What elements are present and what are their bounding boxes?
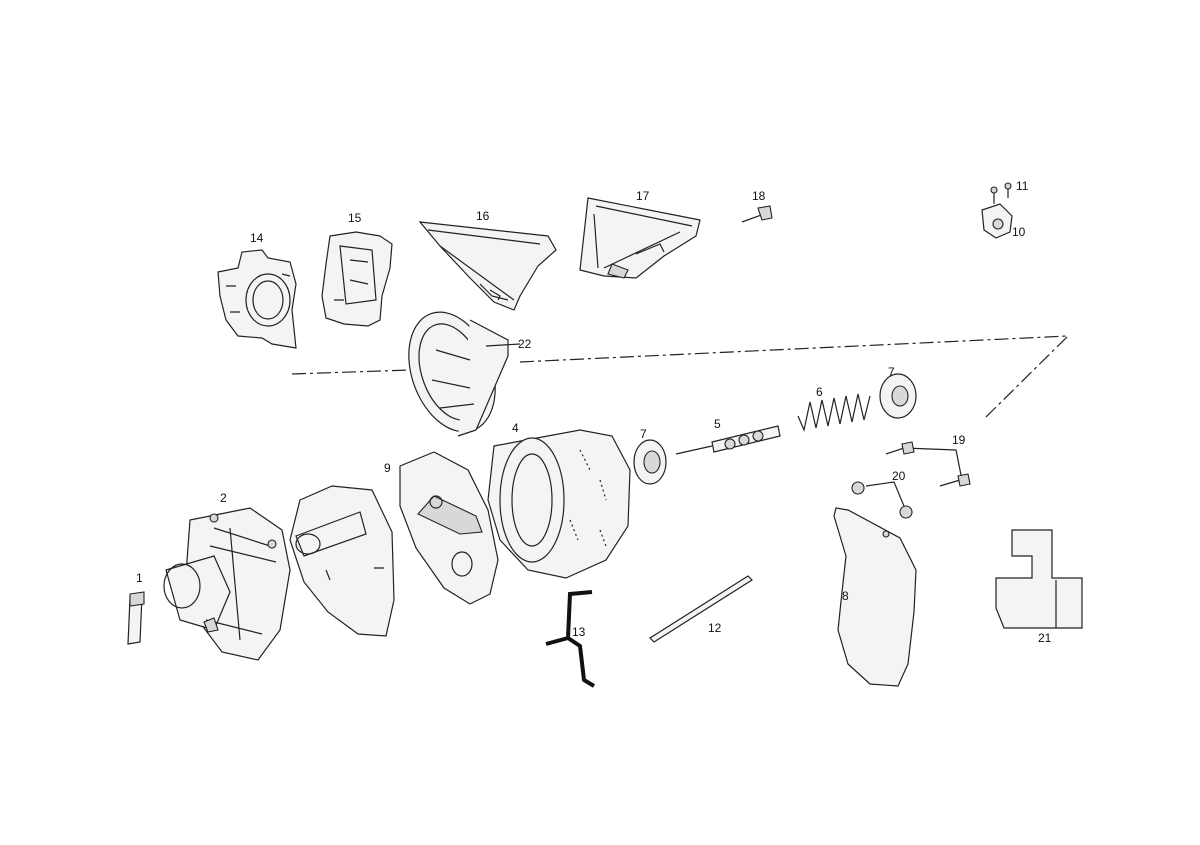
part-2-adapter	[163, 507, 291, 661]
label-part-22: 22	[518, 337, 532, 351]
part-14-bracket-plate	[217, 249, 297, 349]
label-part-10: 10	[1012, 225, 1026, 239]
part-13-hose	[545, 590, 596, 688]
label-part-15: 15	[348, 211, 362, 225]
part-10-11-clip-screws	[981, 182, 1013, 239]
part-9-left-plate	[289, 485, 395, 637]
label-part-4: 4	[512, 421, 519, 435]
part-labels: 1 2 4 5 6 7 7 8 9 10 11 12 13 14 15 16 1…	[136, 179, 1052, 645]
label-part-2: 2	[220, 491, 227, 505]
label-part-16: 16	[476, 209, 490, 223]
label-part-13: 13	[572, 625, 586, 639]
label-part-1: 1	[136, 571, 143, 585]
label-part-7b: 7	[888, 365, 895, 379]
part-1-clamp	[127, 591, 145, 645]
part-22-fan-housing	[408, 311, 521, 437]
part-8-shield	[833, 507, 917, 687]
part-15-shroud	[321, 231, 393, 327]
part-20-nuts	[851, 481, 913, 519]
label-part-21: 21	[1038, 631, 1052, 645]
part-17-frame-bracket	[579, 197, 701, 279]
label-part-12: 12	[708, 621, 722, 635]
label-part-18: 18	[752, 189, 766, 203]
label-part-20: 20	[892, 469, 906, 483]
part-5-rod	[675, 425, 781, 455]
label-part-19: 19	[952, 433, 966, 447]
label-part-9: 9	[384, 461, 391, 475]
label-part-6: 6	[816, 385, 823, 399]
part-9-shaped-plate	[399, 451, 499, 605]
part-6-spring	[797, 393, 871, 432]
part-7a-grommet	[633, 439, 667, 485]
label-part-5: 5	[714, 417, 721, 431]
part-19-screws	[885, 441, 971, 487]
label-part-14: 14	[250, 231, 264, 245]
assembly-centerlines	[291, 335, 1070, 419]
label-part-7a: 7	[640, 427, 647, 441]
part-18-screw	[741, 205, 773, 223]
part-12-strip	[649, 575, 753, 643]
part-4-air-filter	[487, 429, 631, 579]
part-21-decal	[995, 529, 1083, 629]
part-7b-grommet	[879, 373, 917, 419]
part-16-wedge-cover	[418, 221, 557, 311]
label-part-17: 17	[636, 189, 650, 203]
label-part-11: 11	[1016, 179, 1029, 193]
label-part-8: 8	[842, 589, 849, 603]
